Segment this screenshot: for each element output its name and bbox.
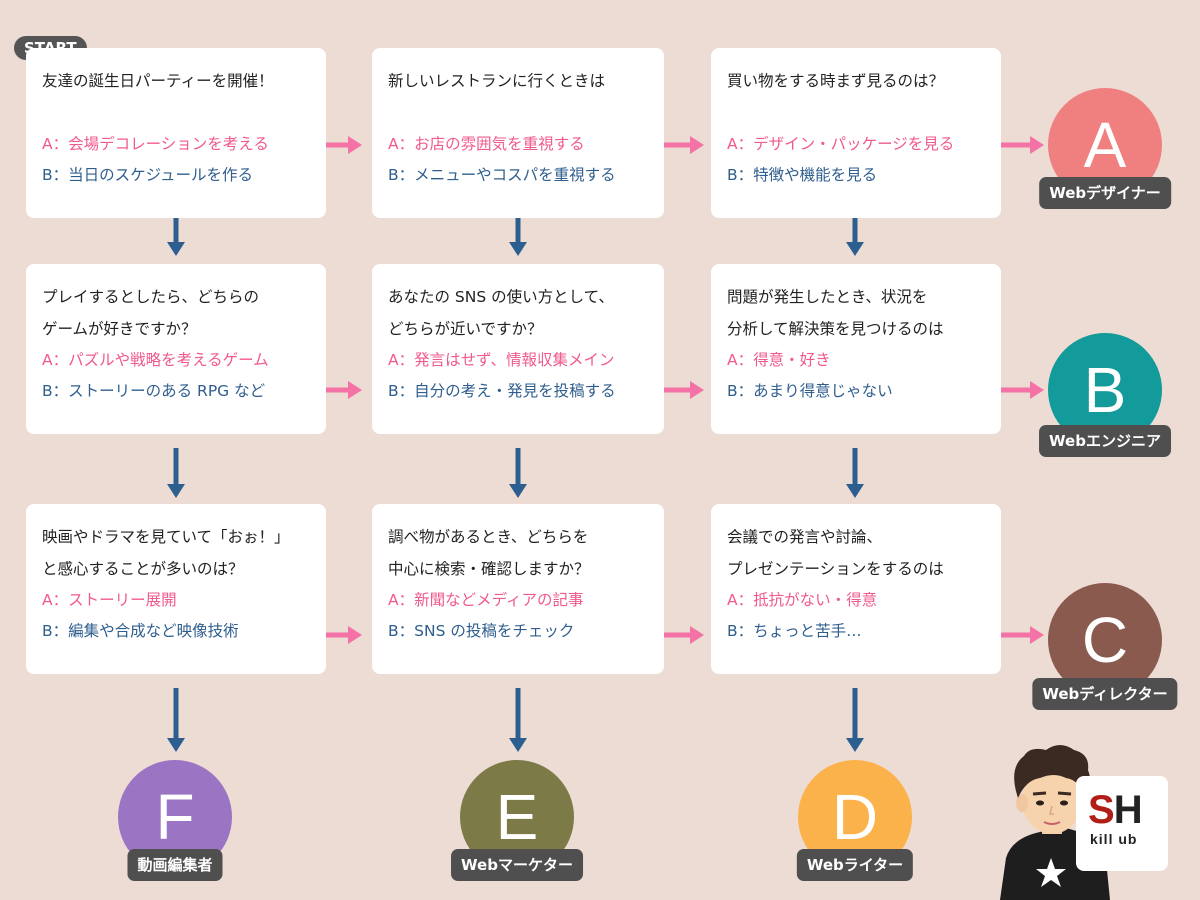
question-text: 会議での発言や討論、 bbox=[727, 528, 883, 546]
question-text: 調べ物があるとき、どちらを bbox=[388, 528, 589, 546]
arrow-a-head-3 bbox=[1030, 136, 1044, 154]
question-text: 中心に検索・確認しますか？ bbox=[388, 560, 590, 578]
option-a: A：ストーリー展開 bbox=[42, 591, 177, 609]
arrow-b-head-7 bbox=[167, 738, 185, 752]
question-text: 買い物をする時まず見るのは？ bbox=[727, 72, 945, 90]
option-b: B：SNS の投稿をチェック bbox=[388, 622, 575, 640]
option-a: A：お店の雰囲気を重視する bbox=[388, 135, 585, 153]
result-label-a: Webデザイナー bbox=[1039, 177, 1171, 209]
question-card-9: 会議での発言や討論、プレゼンテーションをするのは A：抵抗がない・得意 B：ちょっと… bbox=[711, 504, 1001, 674]
arrow-b-head-9 bbox=[846, 738, 864, 752]
option-b: B：ちょっと苦手… bbox=[727, 622, 862, 640]
arrow-b-head-5 bbox=[509, 484, 527, 498]
question-text: 分析して解決策を見つけるのは bbox=[727, 320, 944, 338]
arrow-a-head-7 bbox=[348, 626, 362, 644]
question-text: プレイするとしたら、どちらの bbox=[42, 288, 260, 306]
option-a: A：デザイン・パッケージを見る bbox=[727, 135, 955, 153]
arrow-a-head-5 bbox=[690, 381, 704, 399]
option-b: B：編集や合成など映像技術 bbox=[42, 622, 239, 640]
arrow-b-head-3 bbox=[846, 242, 864, 256]
result-label-c: Webディレクター bbox=[1032, 678, 1178, 710]
star-icon bbox=[1036, 858, 1066, 887]
question-text: 問題が発生したとき、状況を bbox=[727, 288, 928, 306]
arrow-a-head-1 bbox=[348, 136, 362, 154]
result-label-b: Webエンジニア bbox=[1039, 425, 1171, 457]
question-text: あなたの SNS の使い方として、 bbox=[388, 288, 614, 306]
arrow-b-head-2 bbox=[509, 242, 527, 256]
result-label-d: Webライター bbox=[796, 849, 914, 881]
arrow-a-head-6 bbox=[1030, 381, 1044, 399]
result-label-e: Webマーケター bbox=[451, 849, 583, 881]
arrow-a-head-9 bbox=[1030, 626, 1044, 644]
option-b: B：特徴や機能を見る bbox=[727, 166, 878, 184]
option-b: B：自分の考え・発見を投稿する bbox=[388, 382, 616, 400]
arrow-a-head-2 bbox=[690, 136, 704, 154]
question-card-6: 問題が発生したとき、状況を分析して解決策を見つけるのは A：得意・好き B：あまり得… bbox=[711, 264, 1001, 434]
option-b: B：メニューやコスパを重視する bbox=[388, 166, 616, 184]
question-card-5: あなたの SNS の使い方として、どちらが近いですか？ A：発言はせず、情報収集メ… bbox=[372, 264, 664, 434]
question-card-8: 調べ物があるとき、どちらを中心に検索・確認しますか？ A：新聞などメディアの記事 B… bbox=[372, 504, 664, 674]
option-a: A：新聞などメディアの記事 bbox=[388, 591, 584, 609]
arrow-b-head-4 bbox=[167, 484, 185, 498]
question-card-7: 映画やドラマを見ていて「おぉ！」と感心することが多いのは？ A：ストーリー展開 B：… bbox=[26, 504, 326, 674]
question-text: プレゼンテーションをするのは bbox=[727, 560, 944, 578]
arrow-a-head-4 bbox=[348, 381, 362, 399]
arrow-b-head-6 bbox=[846, 484, 864, 498]
option-a: A：パズルや戦略を考えるゲーム bbox=[42, 351, 269, 369]
option-a: A：抵抗がない・得意 bbox=[727, 591, 878, 609]
arrow-a-head-8 bbox=[690, 626, 704, 644]
question-text: ゲームが好きですか？ bbox=[42, 320, 197, 338]
logo-mark: SH bbox=[1088, 788, 1143, 832]
option-b: B：当日のスケジュールを作る bbox=[42, 166, 254, 184]
option-a: A：会場デコレーションを考える bbox=[42, 135, 269, 153]
skillhub-logo: SH kill ub bbox=[1076, 776, 1168, 871]
arrow-b-head-1 bbox=[167, 242, 185, 256]
result-label-f: 動画編集者 bbox=[127, 849, 223, 881]
question-card-3: 買い物をする時まず見るのは？ A：デザイン・パッケージを見る B：特徴や機能を見る bbox=[711, 48, 1001, 218]
option-a: A：得意・好き bbox=[727, 351, 831, 369]
question-text: 映画やドラマを見ていて「おぉ！」 bbox=[42, 528, 290, 546]
option-a: A：発言はせず、情報収集メイン bbox=[388, 351, 615, 369]
question-card-1: 友達の誕生日パーティーを開催！ A：会場デコレーションを考える B：当日のスケジュー… bbox=[26, 48, 326, 218]
question-text: 友達の誕生日パーティーを開催！ bbox=[42, 72, 274, 90]
question-text: どちらが近いですか？ bbox=[388, 320, 543, 338]
option-b: B：あまり得意じゃない bbox=[727, 382, 893, 400]
arrow-b-head-8 bbox=[509, 738, 527, 752]
question-card-4: プレイするとしたら、どちらのゲームが好きですか？ A：パズルや戦略を考えるゲーム B… bbox=[26, 264, 326, 434]
question-text: 新しいレストランに行くときは bbox=[388, 72, 606, 90]
logo-subtext: kill ub bbox=[1090, 831, 1138, 847]
option-b: B：ストーリーのある RPG など bbox=[42, 382, 266, 400]
question-text: と感心することが多いのは？ bbox=[42, 560, 244, 578]
question-card-2: 新しいレストランに行くときは A：お店の雰囲気を重視する B：メニューやコスパを重視… bbox=[372, 48, 664, 218]
